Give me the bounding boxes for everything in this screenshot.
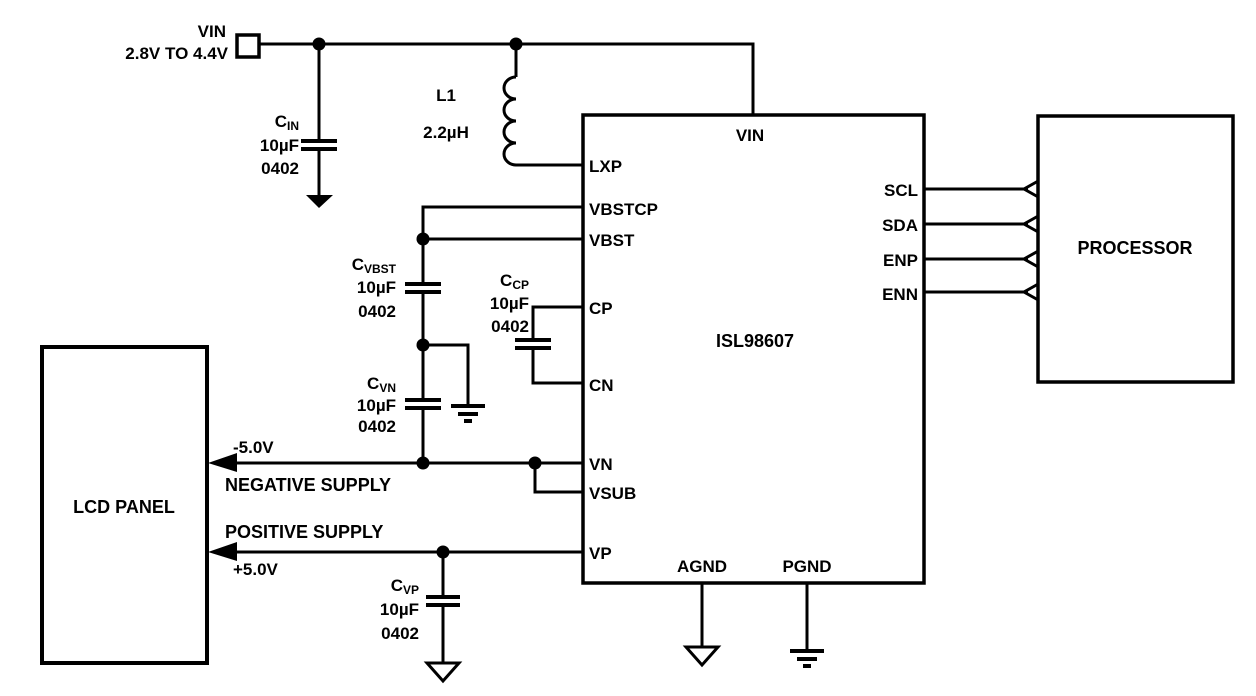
junction-dot (509, 37, 523, 51)
cap-cvn-package: 0402 (358, 417, 396, 436)
negative-voltage-label: -5.0V (233, 438, 274, 457)
pin-pgnd: PGND (782, 557, 831, 576)
agnd-ground-icon (682, 645, 722, 668)
pin-vp: VP (589, 544, 612, 563)
cap-cvbst-ref: CVBST (352, 255, 397, 276)
junction-dot (416, 338, 430, 352)
cap-cvbst-value: 10µF (357, 278, 396, 297)
pin-vin: VIN (736, 126, 764, 145)
vin-range-label: 2.8V TO 4.4V (125, 44, 228, 63)
cap-cin-symbol (301, 139, 337, 151)
processor-label: PROCESSOR (1077, 238, 1192, 258)
cap-ccp-ref: CCP (500, 271, 529, 292)
positive-supply-arrow-icon (208, 542, 237, 561)
positive-supply-label: POSITIVE SUPPLY (225, 522, 383, 542)
wire-vin-rail (259, 42, 755, 115)
cap-cin-ref: CIN (275, 112, 299, 133)
cin-ground-icon (306, 195, 333, 208)
cap-cvn-ref: CVN (367, 374, 396, 395)
enp-arrow-icon (1020, 248, 1041, 270)
junction-dot (416, 232, 430, 246)
cap-cvbst-symbol (405, 282, 441, 294)
negative-supply-arrow-icon (208, 453, 237, 472)
ic-body (581, 113, 926, 585)
vin-source-label: VIN (198, 22, 226, 41)
pin-enn: ENN (882, 285, 918, 304)
wire-vsub (533, 463, 583, 494)
pin-sda: SDA (882, 216, 918, 235)
cap-cvp-value: 10µF (380, 600, 419, 619)
wire-midchain-ground (423, 343, 470, 405)
pin-vsub: VSUB (589, 484, 636, 503)
pin-agnd: AGND (677, 557, 727, 576)
cap-cin-value: 10µF (260, 136, 299, 155)
pin-enp: ENP (883, 251, 918, 270)
pin-vbst: VBST (589, 231, 635, 250)
inductor-coil (502, 75, 583, 167)
vin-terminal (235, 33, 261, 59)
pgnd-earth-ground-icon (790, 649, 824, 668)
wire-ccp-bracket (531, 305, 583, 385)
pin-cn: CN (589, 376, 614, 395)
cap-cvp-symbol (426, 595, 460, 607)
lcd-panel-box (40, 345, 209, 665)
negative-supply-label: NEGATIVE SUPPLY (225, 475, 391, 495)
lcd-panel-label: LCD PANEL (73, 497, 175, 517)
enn-arrow-icon (1020, 281, 1041, 303)
junction-dot (436, 545, 450, 559)
cap-ccp-symbol (515, 338, 551, 350)
cap-cvp-package: 0402 (381, 624, 419, 643)
inductor-ref: L1 (436, 86, 456, 105)
midchain-earth-ground-icon (451, 404, 485, 423)
cap-cvn-value: 10µF (357, 396, 396, 415)
scl-arrow-icon (1020, 178, 1041, 200)
cap-cvp-ref: CVP (391, 576, 419, 597)
cap-ccp-package: 0402 (491, 317, 529, 336)
positive-voltage-label: +5.0V (233, 560, 279, 579)
junction-dot (528, 456, 542, 470)
cvp-ground-icon (423, 661, 463, 684)
cap-cin-package: 0402 (261, 159, 299, 178)
ic-part-number: ISL98607 (716, 331, 794, 351)
cap-ccp-value: 10µF (490, 294, 529, 313)
sda-arrow-icon (1020, 213, 1041, 235)
junction-dot (312, 37, 326, 51)
pin-vn: VN (589, 455, 613, 474)
cap-cvn-symbol (405, 398, 441, 410)
junction-dot (416, 456, 430, 470)
cap-cvbst-package: 0402 (358, 302, 396, 321)
processor-box (1036, 114, 1235, 384)
pin-lxp: LXP (589, 157, 622, 176)
pin-vbstcp: VBSTCP (589, 200, 658, 219)
inductor-value: 2.2µH (423, 123, 469, 142)
pin-cp: CP (589, 299, 613, 318)
wire-vbstcp (421, 205, 583, 239)
pin-scl: SCL (884, 181, 918, 200)
